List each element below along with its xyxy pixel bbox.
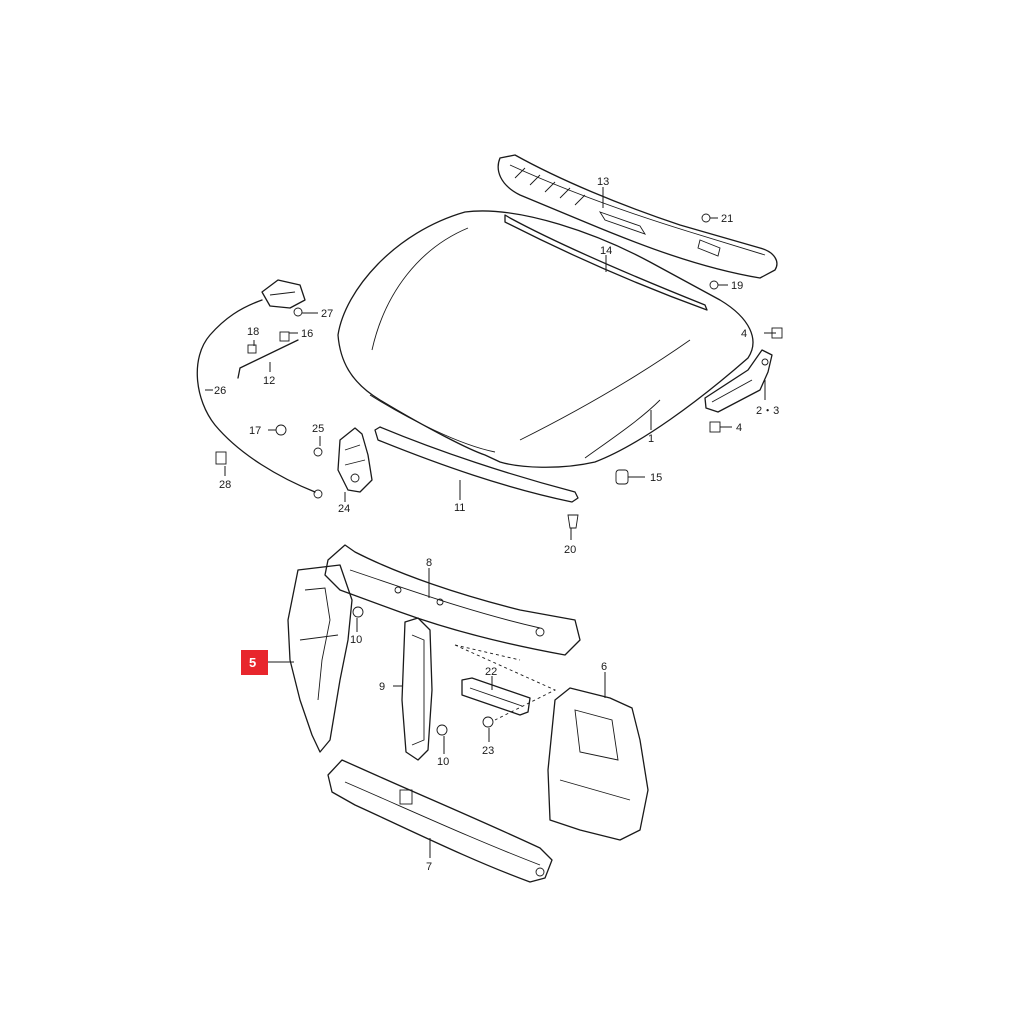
assembly-lines	[454, 644, 557, 721]
callout-20: 20	[564, 544, 576, 556]
callout-9: 9	[379, 681, 385, 693]
callout-6: 6	[601, 661, 607, 673]
highlight-label-text: 5	[249, 655, 256, 670]
hood-front-seal	[374, 426, 579, 503]
callout-25: 25	[312, 423, 324, 435]
callout-28: 28	[219, 479, 231, 491]
callout-19: 19	[731, 280, 743, 292]
callout-12: 12	[263, 375, 275, 387]
callout-4b: 4	[736, 422, 742, 434]
cable-end	[313, 489, 323, 499]
callout-15: 15	[650, 472, 662, 484]
hood-latch	[337, 427, 373, 493]
callout-26: 26	[214, 385, 226, 397]
bolts-lower	[352, 606, 494, 736]
callout-21: 21	[721, 213, 733, 225]
callout-16: 16	[301, 328, 313, 340]
callout-17: 17	[249, 425, 261, 437]
callout-18: 18	[247, 326, 259, 338]
side-member-left	[287, 564, 353, 753]
callout-7: 7	[426, 861, 432, 873]
fasteners	[215, 213, 783, 529]
callout-1: 1	[648, 433, 654, 445]
callout-4a: 4	[741, 328, 747, 340]
support-bracket	[461, 677, 531, 716]
side-member-right	[547, 687, 649, 841]
upper-radiator-support	[324, 544, 581, 656]
hood-stay-rod	[237, 339, 299, 379]
callout-10a: 10	[350, 634, 362, 646]
callout-23: 23	[482, 745, 494, 757]
highlight-label-5[interactable]: 5	[241, 650, 268, 675]
callout-2-3: 2・3	[756, 405, 779, 417]
hood-seal-strip	[504, 214, 708, 311]
release-cable	[196, 299, 316, 493]
callout-labels: 1 2・3 4 4 13 14 21 19 15 20 11 24 25 17 …	[214, 176, 779, 873]
callout-14: 14	[600, 245, 612, 257]
callout-10b: 10	[437, 756, 449, 768]
callout-24: 24	[338, 503, 350, 515]
leader-lines	[205, 187, 776, 858]
callout-11: 11	[454, 502, 465, 514]
callout-8: 8	[426, 557, 432, 569]
callout-27: 27	[321, 308, 333, 320]
hood-panel	[337, 210, 754, 468]
hood-hinge	[704, 349, 773, 413]
callout-22: 22	[485, 666, 497, 678]
center-stay	[401, 617, 433, 761]
lower-radiator-support	[327, 759, 553, 883]
hood-release-handle	[261, 279, 306, 309]
cowl-panel	[497, 154, 778, 279]
callout-13: 13	[597, 176, 609, 188]
